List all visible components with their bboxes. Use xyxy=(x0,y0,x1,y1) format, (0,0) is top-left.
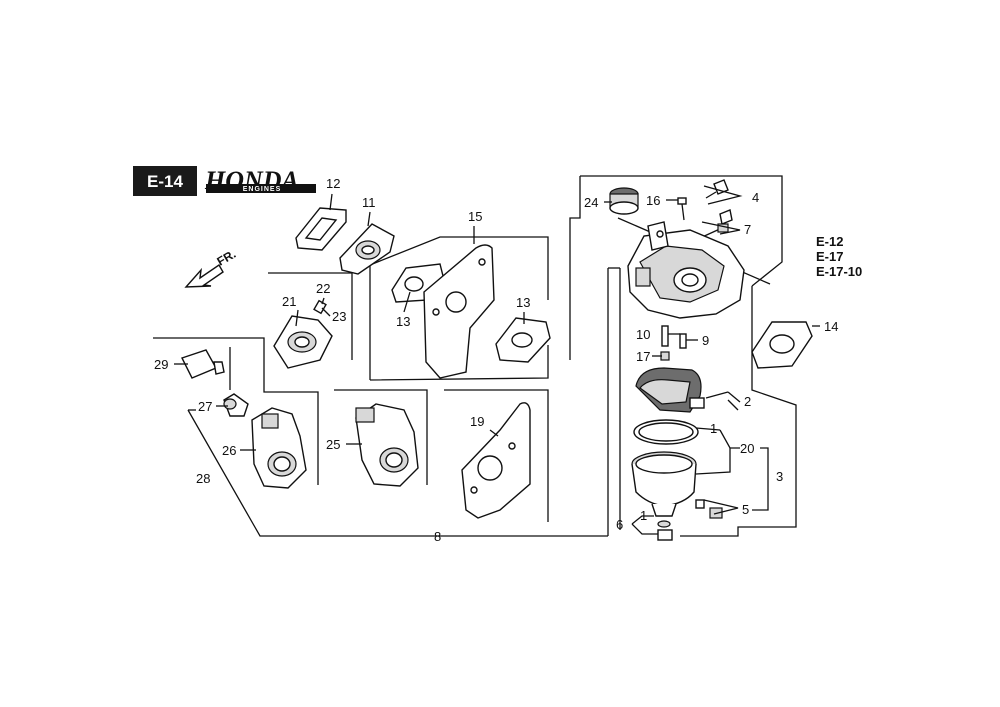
callout-15: 15 xyxy=(468,209,482,224)
part-6-bolt xyxy=(657,520,673,541)
reference-e12[interactable]: E-12 xyxy=(816,234,843,249)
callout-2: 2 xyxy=(744,394,751,409)
page-badge: E-14 xyxy=(133,166,197,196)
callout-3: 3 xyxy=(776,469,783,484)
reference-e17-10[interactable]: E-17-10 xyxy=(816,264,862,279)
part-21-insulator xyxy=(273,315,333,369)
callout-17: 17 xyxy=(636,349,650,364)
callout-26: 26 xyxy=(222,443,236,458)
callout-leaders xyxy=(174,185,820,535)
callout-29: 29 xyxy=(154,357,168,372)
callout-14: 14 xyxy=(824,319,838,334)
part-2-float-pin xyxy=(705,391,729,399)
callout-numbers: 12 11 15 13 13 21 22 23 29 27 26 25 28 1… xyxy=(154,176,838,544)
reference-e17[interactable]: E-17 xyxy=(816,249,843,264)
callout-7: 7 xyxy=(744,222,751,237)
part-26-carburetor-body xyxy=(251,407,307,489)
part-15-heat-shield xyxy=(423,244,495,379)
part-27-plug xyxy=(223,393,249,417)
callout-13-left: 13 xyxy=(396,314,410,329)
part-4-screw-set xyxy=(705,179,733,225)
callout-5: 5 xyxy=(742,502,749,517)
part-1-o-ring xyxy=(633,419,699,445)
callout-6: 6 xyxy=(616,517,623,532)
diagram-leader-lines xyxy=(153,175,797,537)
callout-16: 16 xyxy=(646,193,660,208)
part-12-gasket xyxy=(295,207,347,251)
page-code: E-14 xyxy=(147,172,183,191)
part-11-insulator xyxy=(339,223,395,275)
part-13-gasket-right xyxy=(495,317,551,363)
callout-22: 22 xyxy=(316,281,330,296)
part-22-dowel-pin xyxy=(313,299,327,315)
callout-28: 28 xyxy=(196,471,210,486)
callout-27: 27 xyxy=(198,399,212,414)
brand-sub: ENGINES xyxy=(243,186,282,193)
part-10-main-jet xyxy=(661,325,669,347)
callout-20: 20 xyxy=(740,441,754,456)
callout-21: 21 xyxy=(282,294,296,309)
callout-10: 10 xyxy=(636,327,650,342)
float-chamber xyxy=(631,451,697,517)
callout-1-bottom: 1 xyxy=(640,508,647,523)
part-17-nozzle xyxy=(660,351,670,361)
main-carburetor-assembly xyxy=(627,221,745,319)
callout-23: 23 xyxy=(332,309,346,324)
part-9-pilot-jet xyxy=(679,333,687,349)
part-14-gasket xyxy=(751,321,813,369)
part-24-cap xyxy=(609,187,639,215)
callout-8: 8 xyxy=(434,529,441,544)
callout-12: 12 xyxy=(326,176,340,191)
callout-1-top: 1 xyxy=(710,421,717,436)
part-19-gasket xyxy=(461,402,531,519)
callout-25: 25 xyxy=(326,437,340,452)
callout-24: 24 xyxy=(584,195,598,210)
part-29-fuel-filter xyxy=(181,349,225,379)
part-25-carburetor-body xyxy=(355,403,419,487)
float-assembly xyxy=(635,367,705,413)
callout-4: 4 xyxy=(752,190,759,205)
callout-19: 19 xyxy=(470,414,484,429)
callout-13-right: 13 xyxy=(516,295,530,310)
honda-logo: HONDA ENGINES xyxy=(204,166,316,195)
front-direction-arrow-icon: FR. xyxy=(184,247,238,288)
page-references: E-12 E-17 E-17-10 xyxy=(816,234,862,279)
callout-9: 9 xyxy=(702,333,709,348)
part-16-screw xyxy=(677,197,687,221)
callout-11: 11 xyxy=(362,195,376,210)
